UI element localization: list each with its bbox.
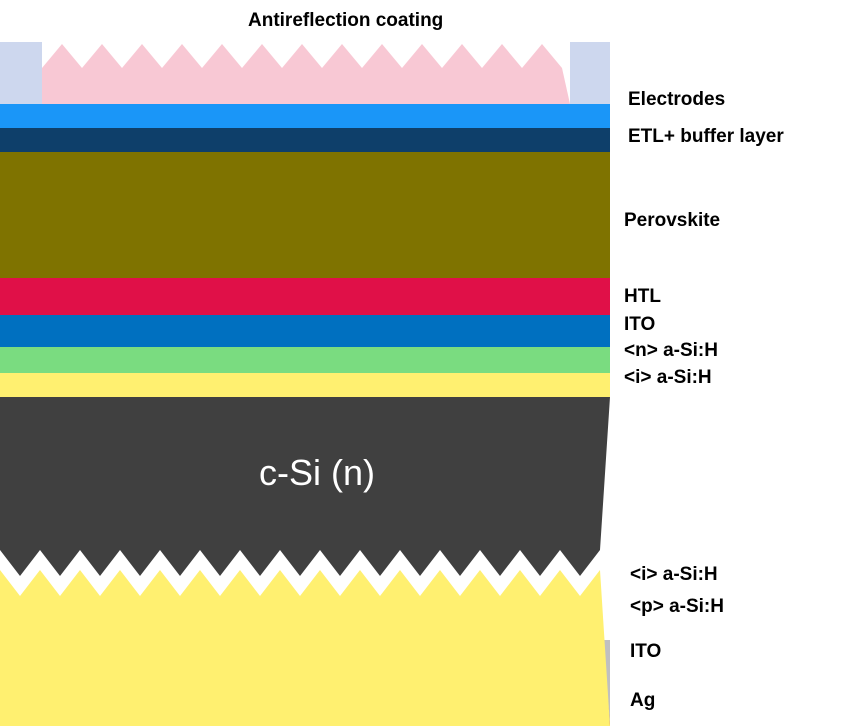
n-asi-label: <n> a-Si:H xyxy=(624,340,718,361)
electrodes-label: Electrodes xyxy=(628,89,726,110)
htl-layer xyxy=(0,278,610,315)
electrodes-layer xyxy=(0,104,610,128)
electrode-block-left xyxy=(0,42,42,104)
i-asi-bottom-layer xyxy=(0,570,610,726)
i-asi-bottom-label: <i> a-Si:H xyxy=(630,564,718,585)
ito-top-layer xyxy=(0,315,610,347)
ag-label: Ag xyxy=(630,690,656,711)
i-asi-top-label: <i> a-Si:H xyxy=(624,367,712,388)
etl-buffer-layer xyxy=(0,128,610,152)
antireflection-coating-label: Antireflection coating xyxy=(248,10,444,31)
ito-bottom-label: ITO xyxy=(630,641,662,662)
antireflection-coating-layer xyxy=(42,44,570,104)
n-asi-layer xyxy=(0,347,610,373)
etl-buffer-label: ETL+ buffer layer xyxy=(628,126,784,147)
p-asi-label: <p> a-Si:H xyxy=(630,596,724,617)
perovskite-label: Perovskite xyxy=(624,210,721,231)
c-si-label: c-Si (n) xyxy=(259,452,375,493)
electrode-block-right xyxy=(570,42,610,104)
ito-top-label: ITO xyxy=(624,314,656,335)
htl-label: HTL xyxy=(624,286,661,307)
c-si-wafer-layer xyxy=(0,397,610,576)
i-asi-top-layer xyxy=(0,373,610,397)
perovskite-layer xyxy=(0,152,610,278)
